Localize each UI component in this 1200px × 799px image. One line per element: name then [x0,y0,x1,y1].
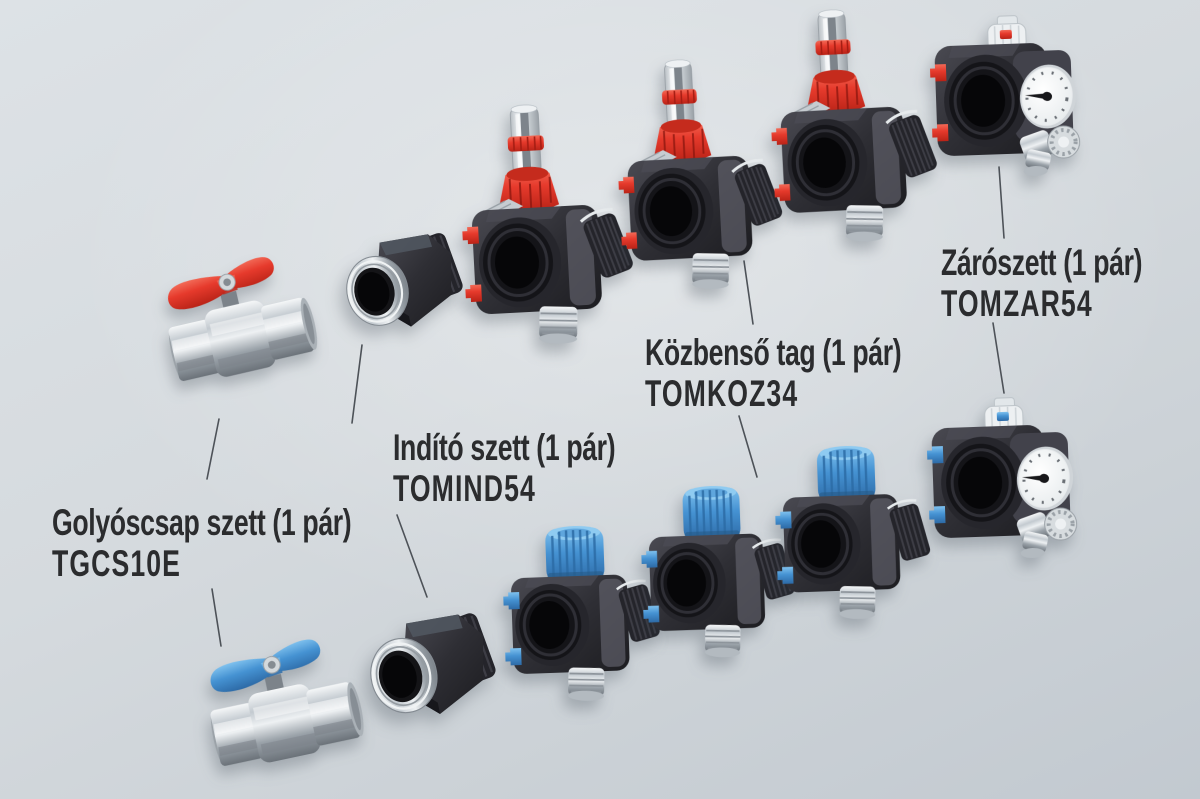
valve-segment-blue-1 [501,523,663,704]
red-clip [931,124,949,142]
flow-meter-segment-red-1 [456,100,639,350]
blue-clip [926,446,944,464]
leader-end-top [998,166,1005,239]
valve-segment-blue-2 [639,483,798,661]
leader-ball-valve-top [206,418,220,480]
ball-valve-blue [203,634,369,773]
label-starter-code: TOMIND54 [393,468,536,509]
label-intermediate-code: TOMKOZ34 [645,373,799,414]
label-ball-valve-code: TGCS10E [52,543,181,584]
label-ball-valve-set: Golyóscsap szett (1 pár) TGCS10E [52,502,352,584]
leader-segment-red [743,260,754,325]
vent-mark-blue [996,411,1009,422]
end-piece-gauge-blue [926,395,1081,561]
red-clip [929,64,947,82]
vent-mark-red [999,29,1012,40]
starter-adapter-bottom [361,609,499,721]
leader-ball-valve-bottom [211,588,222,647]
label-ball-valve-name: Golyóscsap szett (1 pár) [52,502,352,543]
leader-adapter-bottom [396,514,428,598]
label-starter-name: Indító szett (1 pár) [393,427,616,468]
flow-meter-segment-red-2 [612,55,787,295]
leader-adapter-top [351,344,363,424]
label-starter-set: Indító szett (1 pár) TOMIND54 [393,427,616,509]
label-end-code: TOMZAR54 [941,283,1093,324]
starter-adapter-top [338,229,466,333]
label-intermediate-name: Közbenső tag (1 pár) [645,332,902,373]
leader-segment-blue [738,415,758,478]
valve-segment-blue-3 [773,443,934,622]
blue-clip [928,506,946,524]
label-intermediate-set: Közbenső tag (1 pár) TOMKOZ34 [645,332,902,414]
label-end-name: Zárószett (1 pár) [941,242,1143,283]
label-end-set: Zárószett (1 pár) TOMZAR54 [941,242,1142,324]
flow-meter-segment-red-3 [765,5,942,247]
end-piece-gauge-red [929,13,1084,179]
ball-valve-red [161,252,323,388]
leader-lines [206,166,1005,647]
leader-end-bottom [992,322,1005,394]
